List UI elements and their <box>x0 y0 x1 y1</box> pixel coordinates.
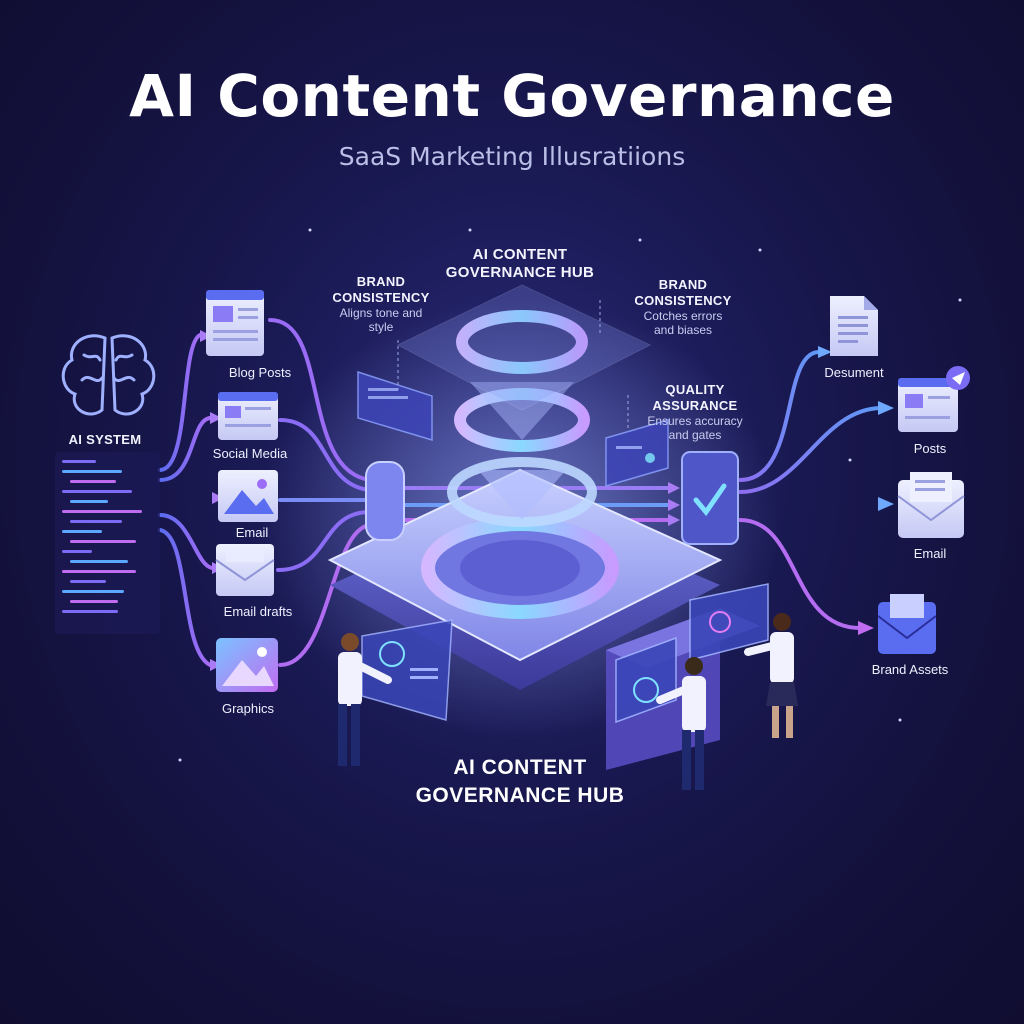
ai-system-label: AI SYSTEM <box>68 432 142 447</box>
sparkles <box>178 228 962 762</box>
callout-leaders <box>397 300 629 430</box>
hub-bottom-heading-line2: GOVERNANCE HUB <box>415 784 625 807</box>
callout-heading-line1: QUALITY <box>665 382 725 397</box>
callout-brand-consistency-left: BRAND CONSISTENCY Aligns tone and style <box>318 274 444 334</box>
posts-icon <box>898 366 970 432</box>
callout-quality-assurance: QUALITY ASSURANCE Ensures accuracy and g… <box>630 382 760 442</box>
callout-desc-line2: style <box>368 320 394 334</box>
callout-heading-line1: BRAND <box>356 274 406 289</box>
hub-glass-panel <box>396 284 652 411</box>
callout-desc-line1: Cotches errors <box>643 309 723 323</box>
callout-heading-line2: CONSISTENCY <box>634 293 732 308</box>
brand-assets-icon <box>877 594 937 654</box>
page-title: AI Content Governance <box>129 62 895 130</box>
input-label-email: Email <box>235 525 269 540</box>
callout-desc-line1: Aligns tone and <box>339 306 423 320</box>
output-label-email: Email <box>913 546 947 561</box>
output-label-posts: Posts <box>913 441 947 456</box>
graphics-image-icon <box>216 638 278 692</box>
flow-arrowheads-right <box>818 346 894 635</box>
callout-brand-consistency-right: BRAND CONSISTENCY Cotches errors and bia… <box>620 277 746 337</box>
hub-top-heading: AI CONTENT GOVERNANCE HUB <box>410 246 630 282</box>
hub-bottom-heading: AI CONTENT GOVERNANCE HUB <box>380 754 660 810</box>
person-left <box>338 633 392 766</box>
output-flow-lines <box>738 349 882 630</box>
brain-icon <box>61 334 156 416</box>
floating-screen-right <box>605 419 669 487</box>
callout-heading-line2: ASSURANCE <box>652 398 738 413</box>
callout-heading-line1: BRAND <box>658 277 708 292</box>
hub-top-heading-line1: AI CONTENT <box>472 246 568 263</box>
document-icon <box>830 296 878 356</box>
input-label-social-media: Social Media <box>212 446 288 461</box>
output-label-brand-assets: Brand Assets <box>871 662 949 677</box>
social-media-icon <box>218 392 278 440</box>
input-label-blog-posts: Blog Posts <box>228 365 292 380</box>
email-image-icon <box>218 470 278 522</box>
person-middle <box>656 657 706 790</box>
callout-desc-line2: and biases <box>653 323 713 337</box>
email-envelope-icon <box>897 472 965 538</box>
person-right <box>744 613 798 738</box>
floating-screen-left <box>357 370 433 442</box>
output-label-document: Desument <box>824 365 884 380</box>
envelope-icon <box>215 544 275 596</box>
hub-top-heading-line2: GOVERNANCE HUB <box>445 264 595 281</box>
code-panel <box>55 452 160 634</box>
page-subtitle: SaaS Marketing Illusratiions <box>338 142 686 171</box>
input-gate <box>365 461 405 541</box>
callout-desc-line1: Ensures accuracy <box>647 414 743 428</box>
quality-gate-icon <box>681 451 739 545</box>
callout-heading-line2: CONSISTENCY <box>332 290 430 305</box>
input-label-graphics: Graphics <box>221 701 275 716</box>
hub-bottom-heading-line1: AI CONTENT <box>453 756 587 779</box>
blog-posts-icon <box>206 290 264 356</box>
input-label-email-drafts: Email drafts <box>223 604 293 619</box>
hub-rings <box>447 310 597 527</box>
callout-desc-line2: and gates <box>668 428 722 442</box>
governance-hub-platform <box>327 468 723 690</box>
